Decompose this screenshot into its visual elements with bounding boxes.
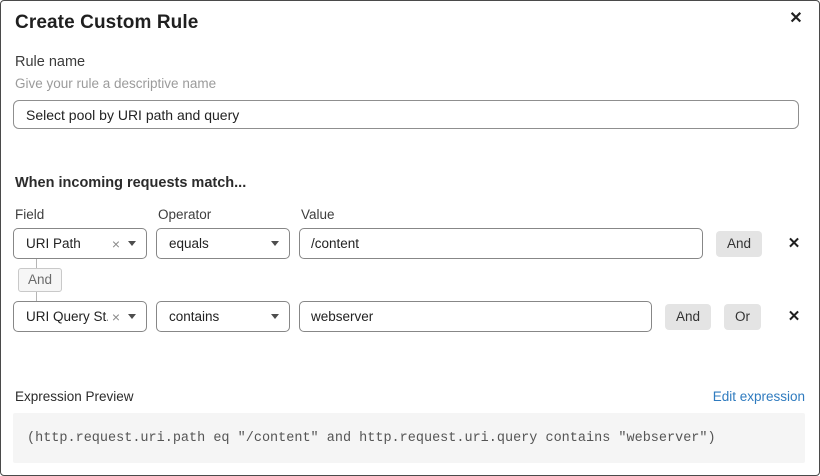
condition-row: URI Query St... × contains And Or ✕ [13, 301, 807, 332]
chevron-down-icon [271, 241, 279, 246]
value-column-label: Value [301, 207, 335, 222]
chevron-down-icon [128, 314, 136, 319]
page-title: Create Custom Rule [15, 12, 199, 33]
value-input[interactable] [299, 301, 652, 332]
chevron-down-icon [271, 314, 279, 319]
operator-select[interactable]: equals [156, 228, 290, 259]
expression-preview-label: Expression Preview [15, 389, 134, 404]
rule-name-input[interactable] [13, 100, 799, 129]
condition-row: URI Path × equals And ✕ [13, 228, 807, 259]
field-select-value: URI Path [26, 236, 81, 251]
operator-select-value: contains [169, 309, 220, 324]
add-and-condition-button[interactable]: And [665, 303, 712, 330]
rule-name-hint: Give your rule a descriptive name [15, 76, 217, 91]
add-or-condition-button[interactable]: Or [724, 303, 762, 330]
clear-selection-icon[interactable]: × [111, 308, 120, 325]
clear-selection-icon[interactable]: × [111, 235, 120, 252]
remove-row-icon[interactable]: ✕ [784, 307, 804, 327]
chevron-down-icon [128, 241, 136, 246]
expression-preview-header: Expression Preview Edit expression [15, 389, 805, 404]
field-select-value: URI Query St... [26, 309, 108, 324]
field-select[interactable]: URI Path × [13, 228, 147, 259]
close-icon[interactable]: ✕ [785, 8, 807, 30]
connector-line-bottom [36, 292, 37, 301]
field-column-label: Field [15, 207, 45, 222]
match-heading: When incoming requests match... [15, 175, 247, 191]
add-and-condition-button[interactable]: And [716, 230, 763, 257]
operator-column-label: Operator [158, 207, 212, 222]
dialog-header: Create Custom Rule [15, 12, 805, 34]
value-input[interactable] [299, 228, 703, 259]
rule-name-label: Rule name [15, 54, 86, 70]
condition-connector: And [13, 259, 819, 301]
edit-expression-link[interactable]: Edit expression [712, 389, 805, 404]
operator-select[interactable]: contains [156, 301, 290, 332]
connector-line-top [36, 259, 37, 268]
connector-and-badge: And [18, 268, 63, 292]
column-labels: Field Operator Value [13, 207, 807, 222]
remove-row-icon[interactable]: ✕ [784, 234, 804, 254]
operator-select-value: equals [169, 236, 209, 251]
expression-code-block: (http.request.uri.path eq "/content" and… [13, 413, 805, 463]
field-select[interactable]: URI Query St... × [13, 301, 147, 332]
